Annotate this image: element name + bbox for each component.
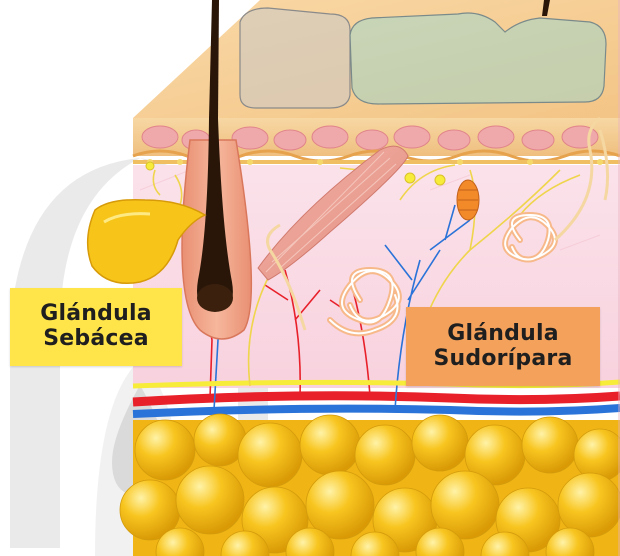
sebaceous-label-line1: Glándula: [40, 302, 152, 327]
hypodermis-fat-layer: [120, 414, 620, 556]
sweat-gland-label: Glándula Sudorípara: [406, 307, 600, 386]
sweat-label-line1: Glándula: [447, 322, 559, 347]
sebaceous-label-line2: Sebácea: [43, 327, 149, 352]
skin-surface: [133, 0, 620, 118]
sweat-label-line2: Sudorípara: [433, 347, 572, 372]
sebaceous-gland-label: Glándula Sebácea: [10, 288, 182, 366]
